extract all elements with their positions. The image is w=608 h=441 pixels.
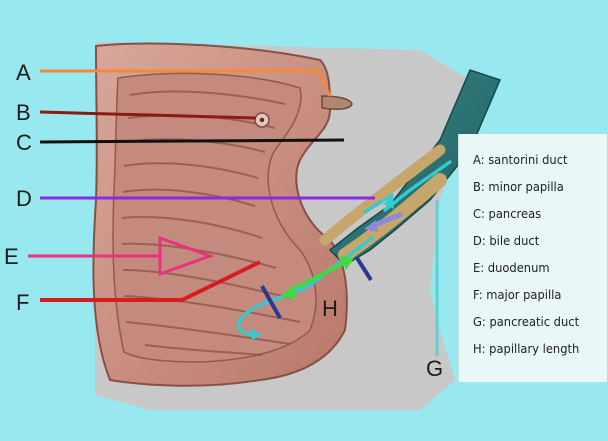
legend-item-c: C: pancreas <box>473 200 596 227</box>
label-G: G <box>426 356 443 381</box>
label-E: E <box>4 244 19 269</box>
legend-list: A: santorini duct B: minor papilla C: pa… <box>459 134 607 362</box>
label-A: A <box>16 60 31 85</box>
label-D: D <box>16 186 32 211</box>
legend-item-f: F: major papilla <box>473 281 596 308</box>
legend-item-d: D: bile duct <box>473 227 596 254</box>
legend-item-a: A: santorini duct <box>473 146 596 173</box>
label-C: C <box>16 130 32 155</box>
legend-panel: A: santorini duct B: minor papilla C: pa… <box>458 134 607 382</box>
legend-item-g: G: pancreatic duct <box>473 308 596 335</box>
minor-papilla <box>255 113 269 127</box>
legend-item-e: E: duodenum <box>473 254 596 281</box>
legend-item-h: H: papillary length <box>473 335 596 362</box>
label-H: H <box>322 296 338 321</box>
label-B: B <box>16 100 31 125</box>
legend-item-b: B: minor papilla <box>473 173 596 200</box>
leader-line-C <box>40 140 344 142</box>
label-F: F <box>16 290 29 315</box>
